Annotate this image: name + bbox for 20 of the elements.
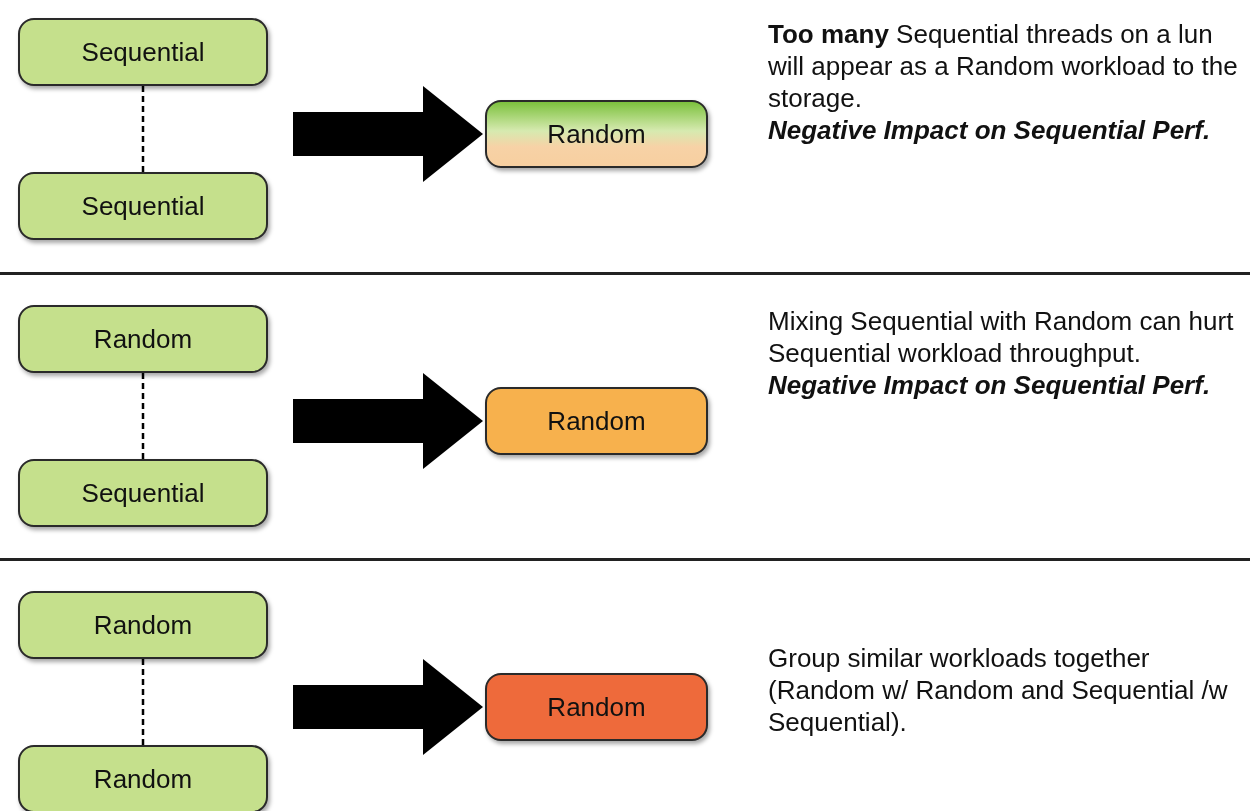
description-text: Too many Sequential threads on a lun will appear as a Random workload to the storage. (768, 18, 1238, 114)
workload-box: Random (485, 673, 708, 741)
workload-box: Sequential (18, 459, 268, 527)
workload-box: Random (18, 745, 268, 811)
block-arrow (293, 659, 483, 755)
workload-box: Random (485, 100, 708, 168)
dashed-connector (141, 86, 145, 172)
workload-box: Random (18, 591, 268, 659)
impact-note: Negative Impact on Sequential Perf. (768, 369, 1212, 401)
workload-box: Sequential (18, 172, 268, 240)
block-arrow (293, 373, 483, 469)
description-text: Mixing Sequential with Random can hurt Sequential workload throughput. (768, 305, 1235, 369)
workload-box: Random (18, 305, 268, 373)
dashed-connector (141, 659, 145, 745)
description-text: Group similar workloads together (Random w/ Random and Sequential /w Sequential). (768, 642, 1229, 738)
workload-box: Random (485, 387, 708, 455)
dashed-connector (141, 373, 145, 459)
block-arrow (293, 86, 483, 182)
workload-box: Sequential (18, 18, 268, 86)
impact-note: Negative Impact on Sequential Perf. (768, 114, 1212, 146)
